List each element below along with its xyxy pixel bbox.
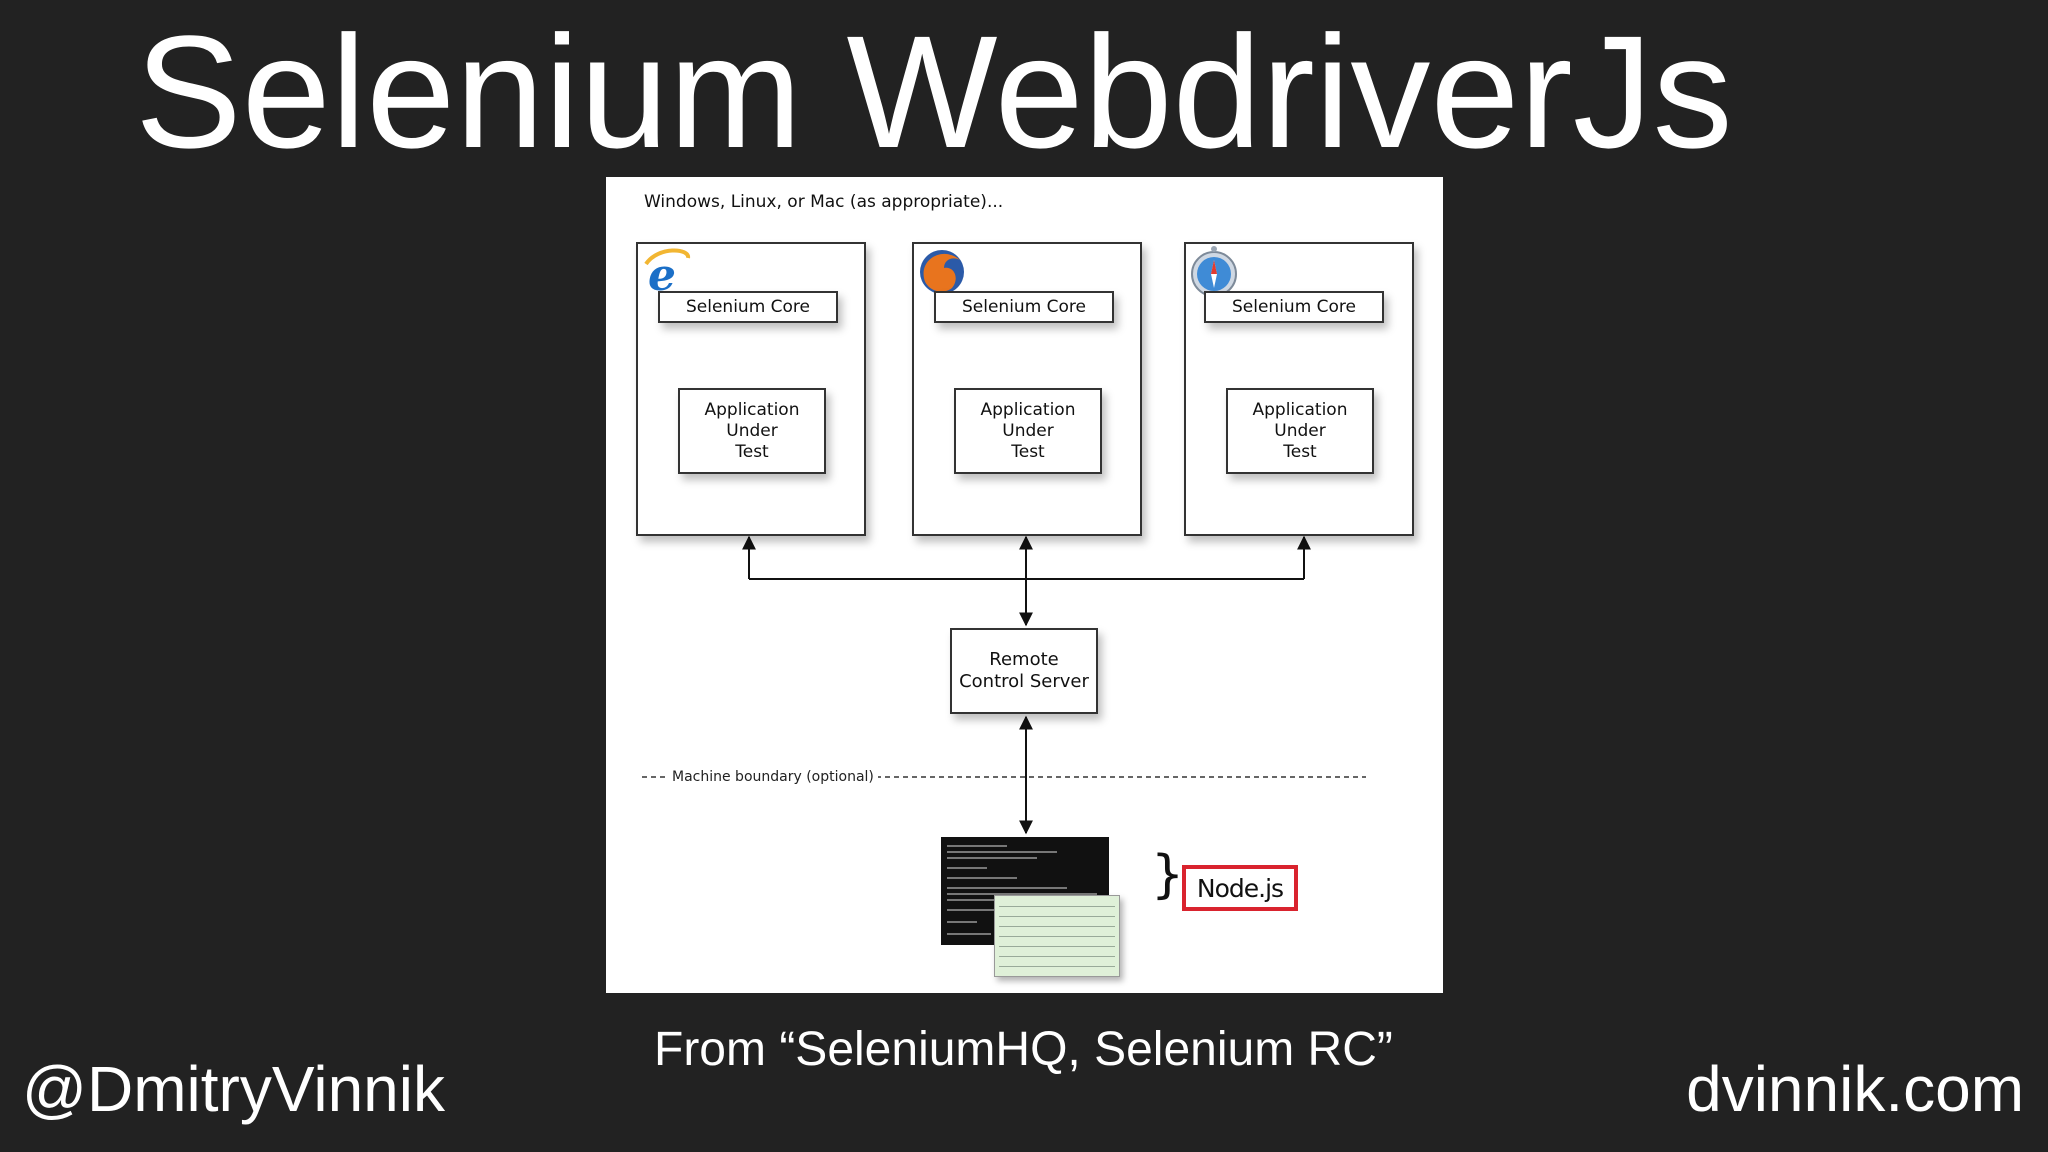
- brace-icon: }: [1151, 845, 1185, 905]
- author-site: dvinnik.com: [1686, 1053, 2024, 1125]
- selenium-core-box: Selenium Core: [1204, 291, 1384, 323]
- selenium-core-box: Selenium Core: [934, 291, 1114, 323]
- table-window-icon: [994, 895, 1120, 977]
- application-under-test-box: Application Under Test: [678, 388, 826, 474]
- browser-box-safari: Selenium Core Application Under Test: [1184, 242, 1414, 536]
- application-under-test-box: Application Under Test: [1226, 388, 1374, 474]
- browser-box-ie: e Selenium Core Application Under Test: [636, 242, 866, 536]
- source-caption: From “SeleniumHQ, Selenium RC”: [654, 1023, 1393, 1076]
- slide-title: Selenium WebdriverJs: [135, 2, 1733, 181]
- selenium-core-box: Selenium Core: [658, 291, 838, 323]
- browser-box-firefox: Selenium Core Application Under Test: [912, 242, 1142, 536]
- machine-boundary-label: Machine boundary (optional): [668, 769, 878, 785]
- environment-label: Windows, Linux, or Mac (as appropriate).…: [644, 192, 1004, 212]
- safari-icon: [1191, 246, 1237, 297]
- nodejs-box: Node.js: [1182, 865, 1298, 911]
- author-handle: @DmitryVinnik: [22, 1053, 445, 1125]
- architecture-diagram: Windows, Linux, or Mac (as appropriate).…: [606, 177, 1443, 993]
- application-under-test-box: Application Under Test: [954, 388, 1102, 474]
- firefox-icon: [920, 250, 964, 294]
- remote-control-server-box: Remote Control Server: [950, 628, 1098, 714]
